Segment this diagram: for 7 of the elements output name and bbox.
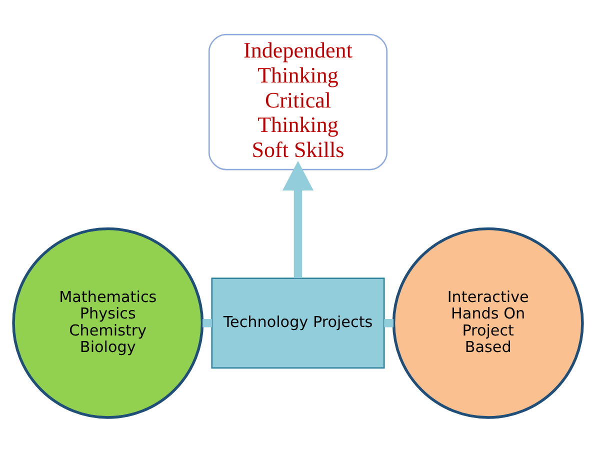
node-circle: Mathematics Physics Chemistry Biology <box>12 227 204 419</box>
node-box: Technology Projects <box>211 278 385 369</box>
connector <box>202 318 212 328</box>
node-box: Independent Thinking Critical Thinking Soft Skills <box>208 34 388 170</box>
node-circle: Interactive Hands On Project Based <box>392 227 584 419</box>
arrow <box>282 160 314 278</box>
connector <box>384 318 394 328</box>
